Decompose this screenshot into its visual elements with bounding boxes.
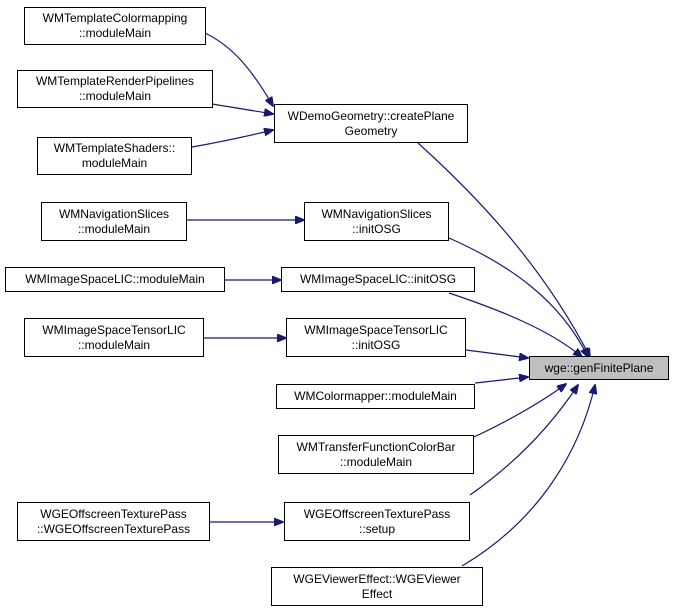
node-label-line: ::moduleMain (78, 89, 152, 103)
edge-tpl-colormapping-to-create-plane (204, 32, 273, 106)
edge-viewer-effect-to-gen-finite-plane (461, 385, 595, 567)
node-label-line: ::moduleMain (77, 337, 151, 352)
node-tpl-shaders[interactable]: WMTemplateShaders::moduleMain (37, 137, 192, 175)
node-lic-main[interactable]: WMImageSpaceLIC::moduleMain (5, 267, 225, 292)
node-label-line: Effect (361, 586, 393, 601)
edge-nav-slices-init-to-gen-finite-plane (448, 237, 588, 357)
node-tpl-render-pipelines[interactable]: WMTemplateRenderPipelines::moduleMain (17, 70, 213, 108)
edge-tpl-render-pipelines-to-create-plane (211, 103, 273, 114)
node-label-line: WMImageSpaceTensorLIC (304, 322, 448, 337)
node-label-line: Geometry (344, 123, 398, 138)
edge-transfer-colorbar-to-gen-finite-plane (473, 384, 566, 438)
node-offscreen-setup[interactable]: WGEOffscreenTexturePass::setup (284, 502, 470, 541)
node-label-line: WGEOffscreenTexturePass (303, 506, 451, 521)
node-label-line: WMImageSpaceLIC::moduleMain (25, 272, 205, 286)
node-label-line: WGEViewerEffect::WGEViewer (293, 571, 461, 586)
node-label-line: ::moduleMain (78, 26, 152, 40)
node-label-line: ::setup (358, 521, 396, 536)
node-gen-finite-plane[interactable]: wge::genFinitePlane (529, 356, 669, 380)
node-label-line: ::moduleMain (339, 454, 413, 469)
node-label-line: WMNavigationSlices (58, 206, 170, 221)
node-label-line: WMTemplateRenderPipelines (35, 74, 195, 88)
node-label-line: WMTemplateColormapping (42, 11, 188, 25)
node-nav-slices-init[interactable]: WMNavigationSlices::initOSG (304, 202, 449, 241)
node-label-line: WMTransferFunctionColorBar (296, 439, 456, 454)
node-label-line: WMColormapper::moduleMain (294, 389, 457, 403)
edge-create-plane-to-gen-finite-plane (417, 142, 590, 357)
edge-tensor-lic-init-to-gen-finite-plane (465, 349, 528, 358)
edge-lic-init-to-gen-finite-plane (448, 292, 582, 357)
node-tpl-colormapping[interactable]: WMTemplateColormapping::moduleMain (24, 7, 206, 45)
node-label-line: ::initOSG (351, 337, 401, 352)
node-transfer-colorbar-main[interactable]: WMTransferFunctionColorBar::moduleMain (278, 435, 474, 474)
edge-tpl-shaders-to-create-plane (191, 130, 273, 148)
edge-colormapper-to-gen-finite-plane (474, 377, 528, 384)
node-nav-slices-main[interactable]: WMNavigationSlices::moduleMain (41, 202, 187, 241)
node-tensor-lic-main[interactable]: WMImageSpaceTensorLIC::moduleMain (24, 318, 204, 357)
node-label-line: WDemoGeometry::createPlane (287, 108, 455, 123)
node-label-line: WMImageSpaceTensorLIC (42, 322, 186, 337)
node-lic-init[interactable]: WMImageSpaceLIC::initOSG (281, 267, 475, 292)
node-label-line: WMNavigationSlices (321, 206, 432, 221)
edge-offscreen-setup-to-gen-finite-plane (469, 385, 578, 496)
node-label-line: wge::genFinitePlane (544, 360, 654, 375)
node-label-line: WGEOffscreenTexturePass (40, 506, 187, 521)
node-label-line: ::initOSG (352, 221, 401, 236)
node-offscreen-ctor[interactable]: WGEOffscreenTexturePass::WGEOffscreenTex… (17, 502, 210, 541)
node-label-line: WMTemplateShaders:: (53, 141, 176, 155)
node-tensor-lic-init[interactable]: WMImageSpaceTensorLIC::initOSG (286, 318, 466, 357)
node-label-line: ::moduleMain (77, 221, 151, 236)
node-label-line: WMImageSpaceLIC::initOSG (299, 272, 457, 286)
node-label-line: moduleMain (81, 156, 148, 170)
node-colormapper-main[interactable]: WMColormapper::moduleMain (276, 384, 475, 409)
node-label-line: ::WGEOffscreenTexturePass (36, 521, 191, 536)
